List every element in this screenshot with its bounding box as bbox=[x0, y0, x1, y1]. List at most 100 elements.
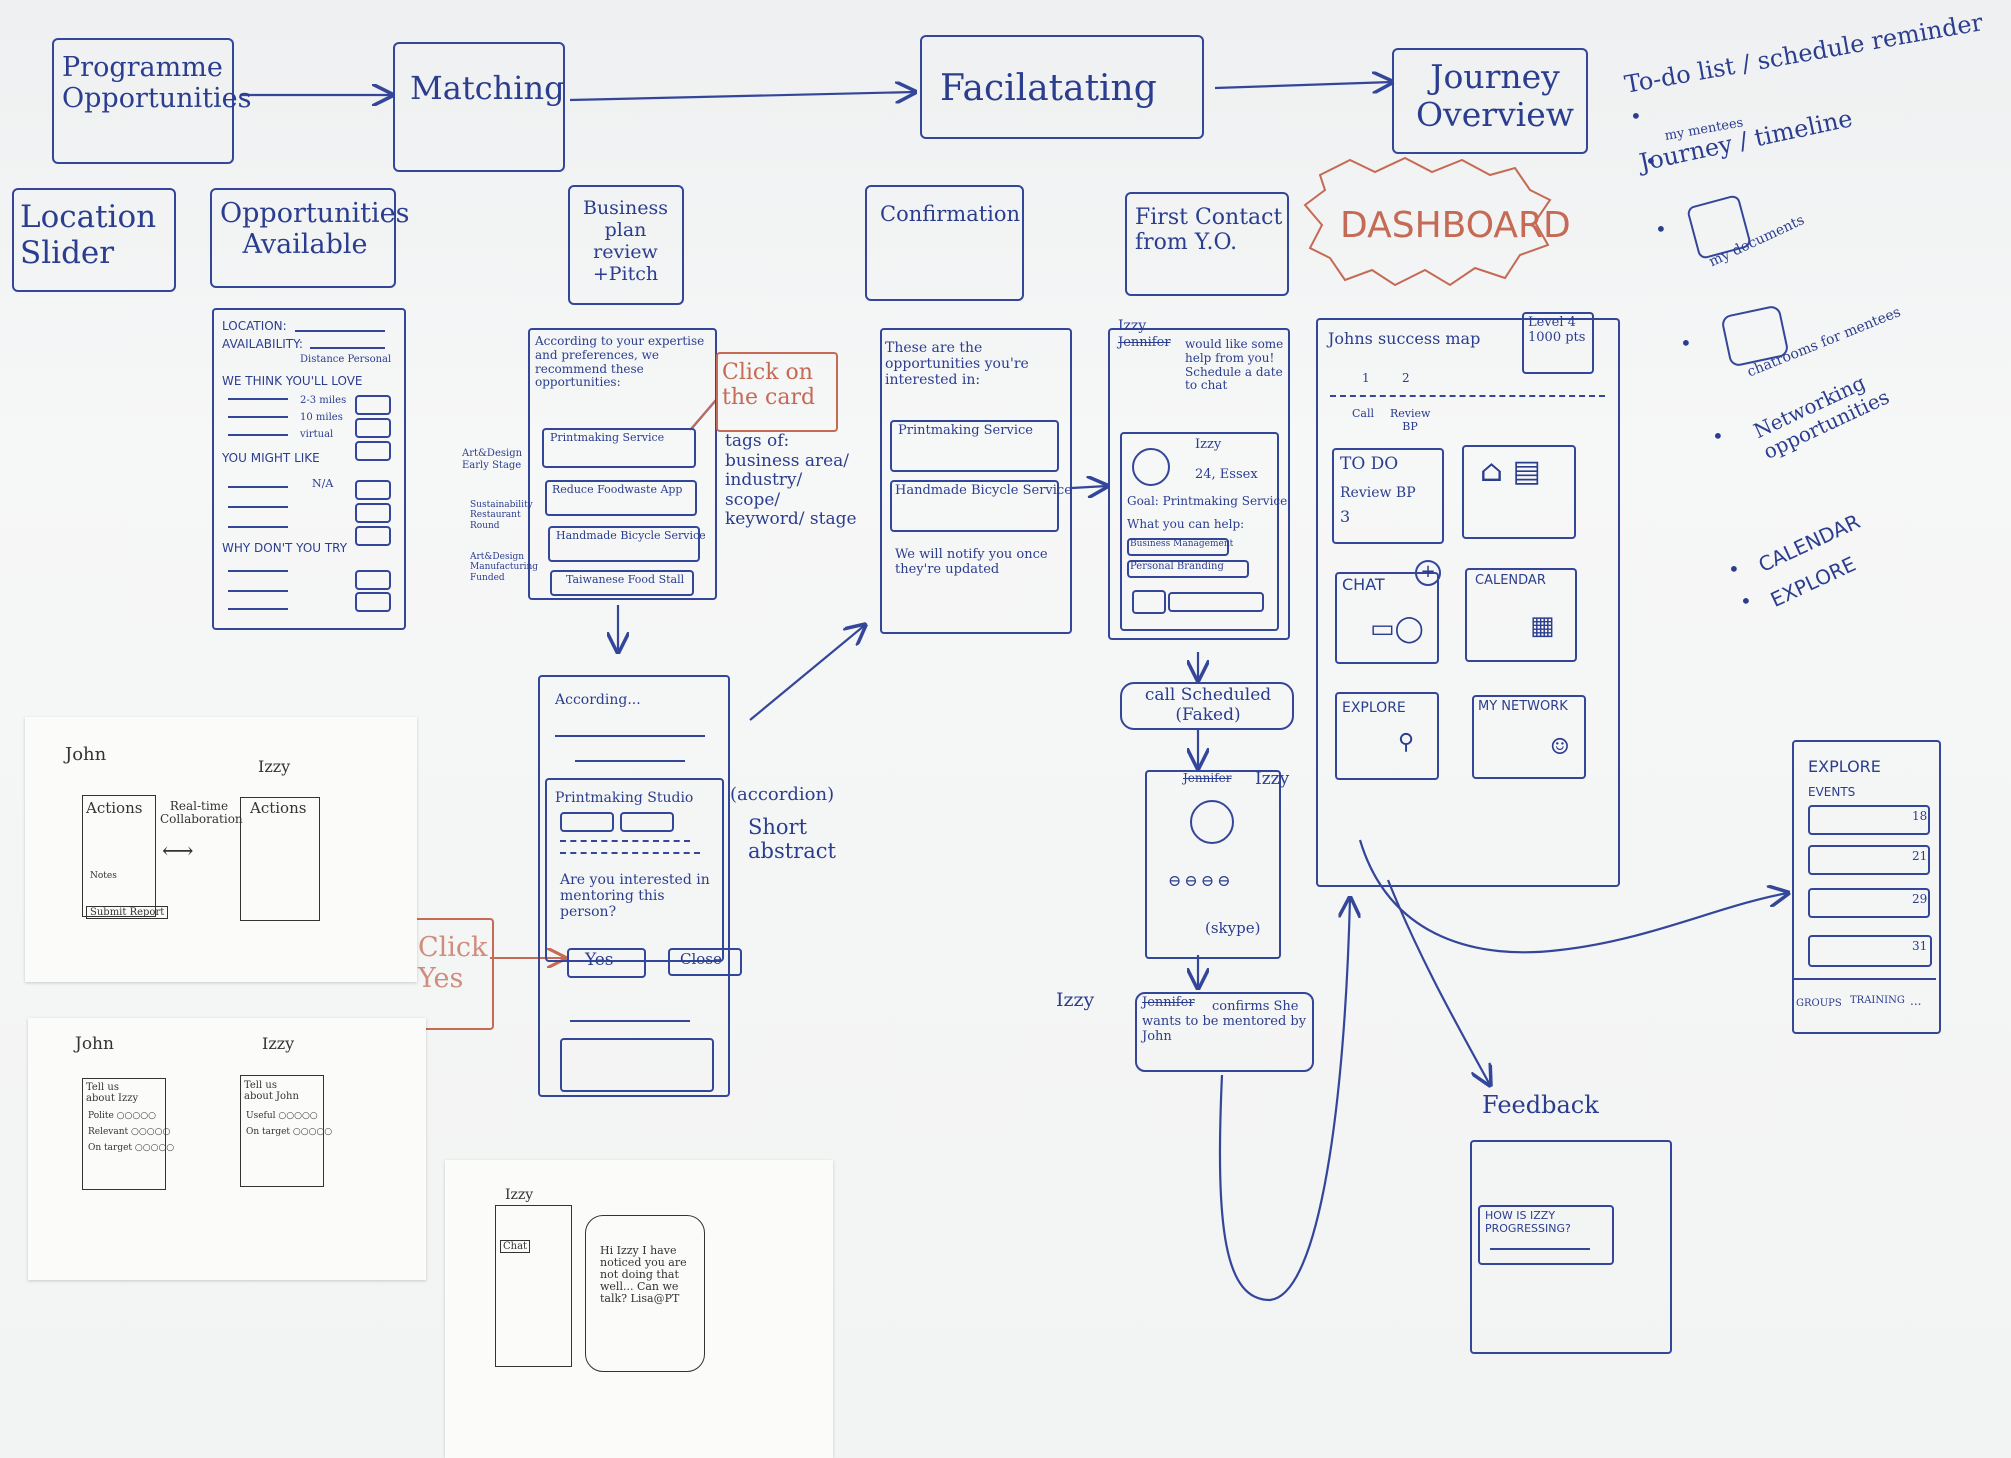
opps-dist3: virtual bbox=[300, 429, 334, 440]
bp-tag-2: Sustainability Restaurant Round bbox=[470, 500, 533, 531]
paper2-tell-right: Tell us about John bbox=[244, 1080, 299, 1102]
dash-tile-calendar[interactable] bbox=[1465, 568, 1577, 662]
explore-date-4: 31 bbox=[1912, 939, 1928, 953]
flow-matching-label: Matching bbox=[410, 69, 565, 107]
note-confirmation-box bbox=[865, 185, 1024, 301]
explore-tab-training[interactable]: TRAINING bbox=[1850, 995, 1905, 1006]
call-avatar bbox=[1190, 800, 1234, 844]
acc-question: Are you interested in mentoring this per… bbox=[560, 872, 710, 921]
note-opportunities-label: Opportunities Available bbox=[220, 198, 410, 261]
call-scheduled-label: call Scheduled (Faked) bbox=[1144, 685, 1272, 725]
flow-facilitating-label: Facilatating bbox=[940, 68, 1157, 109]
dash-tile-todo[interactable] bbox=[1332, 448, 1444, 544]
note-feedback: Feedback bbox=[1482, 1091, 1599, 1119]
paper2-row3: On target ○○○○○ bbox=[88, 1143, 175, 1153]
paper-chat bbox=[445, 1160, 833, 1458]
explore-tab-more[interactable]: ... bbox=[1910, 994, 1922, 1008]
dash-tile-explore[interactable] bbox=[1335, 692, 1439, 780]
avatar bbox=[1132, 448, 1170, 486]
paper-feedback bbox=[28, 1018, 426, 1280]
arrow-dashboard-feedback bbox=[1386, 879, 1490, 1085]
sketch-business-plan bbox=[528, 328, 717, 600]
feedback-card bbox=[1478, 1205, 1614, 1265]
contact-profile-name: Izzy bbox=[1195, 437, 1222, 452]
acc-yes-button[interactable] bbox=[567, 948, 646, 978]
contact-help: What you can help: bbox=[1127, 517, 1245, 531]
sketch-first-contact bbox=[1108, 328, 1290, 640]
bp-card-1-label: Printmaking Service bbox=[550, 431, 665, 444]
call-struck: Jennifer bbox=[1183, 771, 1232, 785]
call-controls: ⊖⊖⊖⊖ bbox=[1168, 871, 1234, 890]
note-short-abstract: Short abstract bbox=[748, 815, 836, 864]
flow-facilitating-box bbox=[920, 35, 1204, 139]
contact-msg: would like some help from you! Schedule … bbox=[1185, 337, 1284, 393]
confirm-card-1-label: Printmaking Service bbox=[898, 423, 1033, 438]
paper2-right: Izzy bbox=[262, 1034, 295, 1053]
paper1-actions-right: Actions bbox=[250, 799, 307, 817]
paper3-message: Hi Izzy I have noticed you are not doing… bbox=[600, 1244, 687, 1306]
paper1-right: Izzy bbox=[258, 757, 291, 776]
dash-step-1: 1 bbox=[1362, 371, 1370, 385]
contact-name: Izzy bbox=[1118, 318, 1147, 334]
dash-tile-chat[interactable] bbox=[1335, 572, 1439, 664]
note-bp-box bbox=[568, 185, 684, 305]
note-contact-box bbox=[1125, 192, 1289, 296]
note-contact-label: First Contact from Y.O. bbox=[1135, 205, 1283, 256]
note-opportunities-box bbox=[210, 188, 396, 288]
dash-calendar-label: CALENDAR bbox=[1475, 573, 1546, 588]
bp-card-3 bbox=[548, 526, 700, 562]
confirm-intro: These are the opportunities you're inter… bbox=[885, 340, 1029, 389]
collab-arrow-icon: ⟷ bbox=[162, 839, 194, 864]
note-click-yes-label: Click Yes bbox=[418, 932, 488, 995]
dash-todo-item: Review BP bbox=[1340, 485, 1416, 501]
bp-card-2 bbox=[545, 480, 697, 516]
dash-chat-label: CHAT bbox=[1342, 575, 1385, 594]
confirm-card-2 bbox=[890, 480, 1059, 532]
dash-tile-documents[interactable] bbox=[1462, 445, 1576, 539]
dash-tile-network[interactable] bbox=[1472, 695, 1586, 779]
feedback-question: HOW IS IZZY PROGRESSING? bbox=[1485, 1209, 1571, 1235]
note-accordion: (accordion) bbox=[730, 784, 835, 805]
acc-expanded-card bbox=[545, 778, 724, 962]
arrow-confirm-dashboard bbox=[1218, 898, 1350, 1302]
confirm-box bbox=[1135, 992, 1314, 1072]
bp-card-1 bbox=[542, 428, 696, 468]
dash-step-2: 2 bbox=[1402, 371, 1410, 385]
sketch-feedback bbox=[1470, 1140, 1672, 1354]
confirm-box-text: confirms She wants to be mentored by Joh… bbox=[1142, 999, 1307, 1044]
acc-close-label: Close bbox=[680, 950, 722, 968]
arrow-matching-facilitating bbox=[569, 92, 915, 100]
bp-intro: According to your expertise and preferen… bbox=[535, 334, 705, 390]
note-click-yes-box bbox=[410, 918, 494, 1030]
explore-events: EVENTS bbox=[1808, 785, 1856, 799]
explore-tab-groups[interactable]: GROUPS bbox=[1796, 998, 1842, 1009]
call-skype: (skype) bbox=[1205, 919, 1261, 937]
dash-network-label: MY NETWORK bbox=[1478, 699, 1568, 714]
opps-availability: AVAILABILITY: bbox=[222, 337, 303, 351]
feedback-slider[interactable] bbox=[1490, 1248, 1590, 1250]
paper2-row1: Polite ○○○○○ bbox=[88, 1111, 156, 1121]
bp-tag-3: Art&Design Manufacturing Funded bbox=[470, 552, 539, 583]
add-icon[interactable]: + bbox=[1415, 560, 1441, 586]
bp-card-4-label: Taiwanese Food Stall bbox=[566, 573, 685, 586]
flow-journey-box bbox=[1392, 48, 1588, 154]
sketch-opportunities bbox=[212, 308, 406, 630]
note-dashboard-label: DASHBOARD bbox=[1340, 205, 1571, 246]
dash-todo-count: 3 bbox=[1340, 507, 1351, 526]
dash-level: Level 4 1000 pts bbox=[1528, 315, 1586, 345]
note-location-label: Location Slider bbox=[20, 199, 157, 271]
opps-location: LOCATION: bbox=[222, 319, 287, 333]
documents-icon: ⌂ ▤ bbox=[1480, 454, 1541, 489]
acc-close-button[interactable] bbox=[668, 948, 742, 976]
flow-journey-label: Journey Overview bbox=[1416, 57, 1574, 134]
paper3-chat-tab[interactable]: Chat bbox=[500, 1240, 531, 1253]
video-chat-icon: ▭◯ bbox=[1370, 614, 1424, 644]
opps-might-like: YOU MIGHT LIKE bbox=[222, 451, 320, 465]
dashboard-cloud bbox=[1303, 156, 1552, 287]
acc-yes-label: Yes bbox=[585, 950, 614, 970]
paper3-name: Izzy bbox=[505, 1187, 534, 1203]
contact-profile-card bbox=[1120, 432, 1279, 631]
paper1-submit[interactable]: Submit Report bbox=[86, 906, 169, 919]
arrow-dashboard-explore bbox=[1358, 839, 1788, 954]
paper2-tell-left: Tell us about Izzy bbox=[86, 1082, 139, 1104]
